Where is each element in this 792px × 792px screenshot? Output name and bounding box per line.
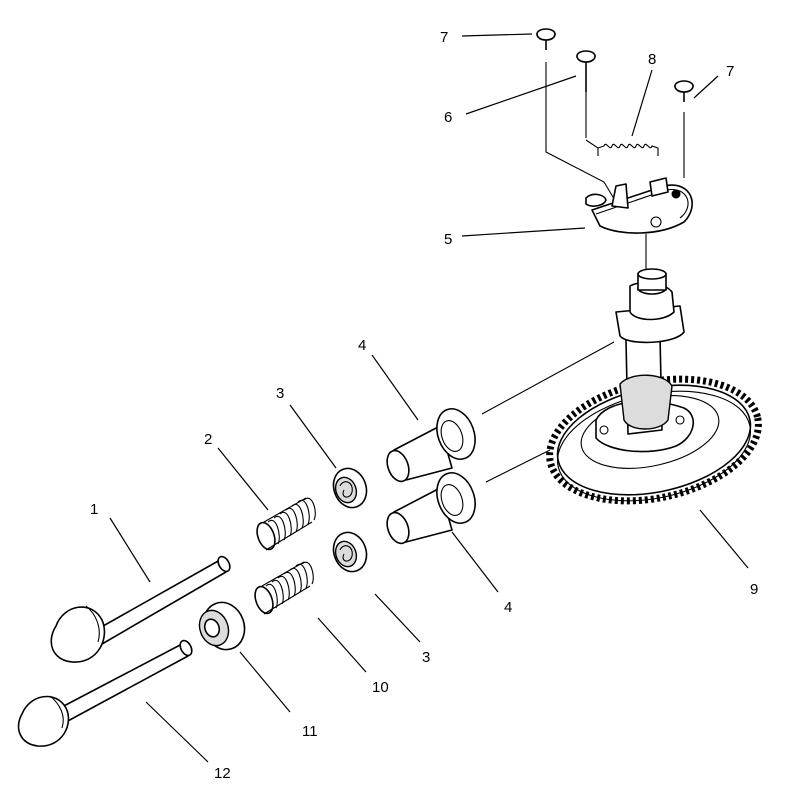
leader-11 (239, 651, 291, 713)
governor-plate (585, 177, 693, 234)
tappet-lower (386, 472, 476, 545)
valve-lower (17, 639, 193, 747)
callout-7-left: 7 (440, 29, 448, 46)
tappet-upper (386, 408, 476, 483)
leader-5 (461, 227, 586, 237)
leader-3a (289, 404, 337, 469)
valve-washer (198, 601, 246, 651)
camshaft-gear (546, 268, 762, 505)
callout-12: 12 (214, 765, 231, 782)
leader-9 (699, 509, 749, 569)
callout-7-right: 7 (726, 63, 734, 80)
leader-1 (109, 517, 151, 583)
align-screw-left (545, 62, 617, 203)
screw-left (536, 28, 556, 50)
alignment-lines (481, 62, 685, 483)
callout-4-lower: 4 (504, 599, 512, 616)
callout-11: 11 (302, 723, 318, 740)
governor-spring (585, 139, 659, 156)
leader-10 (317, 617, 367, 673)
callout-3-lower: 3 (422, 649, 430, 666)
spring-retainer-lower (332, 531, 368, 573)
leader-4b (451, 531, 499, 593)
callout-10: 10 (372, 679, 389, 696)
callout-8: 8 (648, 51, 656, 68)
callout-6: 6 (444, 109, 452, 126)
leader-6 (465, 75, 577, 115)
screw-right (674, 80, 694, 102)
callout-4-upper: 4 (358, 337, 366, 354)
valve-spring-upper (256, 497, 316, 551)
leader-12 (145, 701, 209, 763)
callout-2: 2 (204, 431, 212, 448)
callout-5: 5 (444, 231, 452, 248)
leader-lines (109, 33, 749, 763)
leader-7a (461, 33, 533, 37)
spring-retainer-upper (332, 467, 368, 509)
leader-8 (631, 69, 653, 137)
callout-1: 1 (90, 501, 98, 518)
leader-4a (371, 354, 419, 421)
valve-upper (50, 555, 231, 663)
callout-labels: 1 2 3 3 4 4 5 6 7 7 8 9 10 11 12 (90, 29, 758, 782)
leader-3b (374, 593, 421, 643)
align-tappet-upper (481, 341, 615, 415)
callout-3-upper: 3 (276, 385, 284, 402)
leader-2 (217, 447, 269, 511)
callout-9: 9 (750, 581, 758, 598)
valve-spring-lower (254, 561, 314, 615)
screw-center (576, 50, 596, 92)
leader-7b (693, 75, 719, 99)
